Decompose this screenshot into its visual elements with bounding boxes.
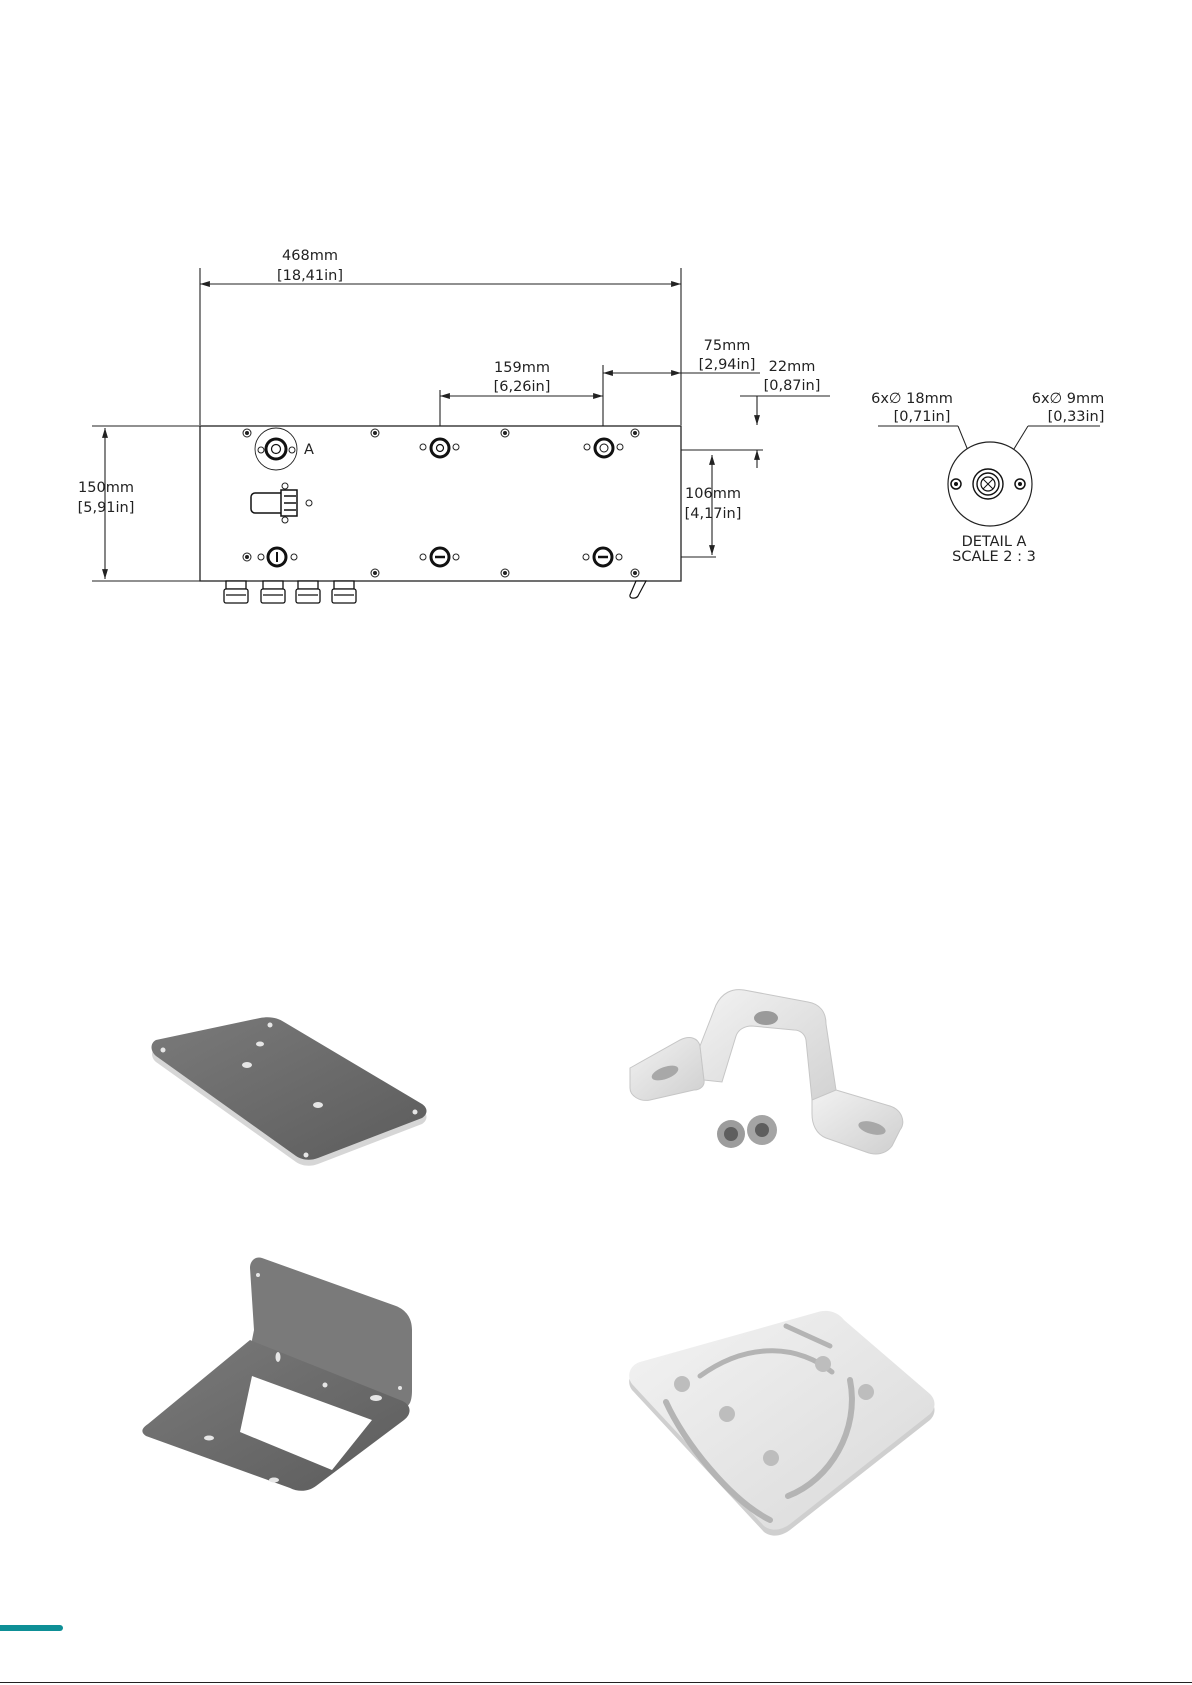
mount-hole — [371, 429, 379, 437]
dim-75-mm: 75mm — [704, 338, 751, 354]
mount-hole — [501, 429, 509, 437]
mount-hole — [631, 429, 639, 437]
connector — [431, 439, 449, 457]
detail-callout-a: A — [304, 442, 314, 458]
detail-title: DETAIL A — [962, 534, 1027, 550]
mount-hole — [631, 569, 639, 577]
detail-outer-hole-in: [0,71in] — [894, 409, 951, 425]
dim-159-mm: 159mm — [494, 360, 550, 376]
dim-22-mm: 22mm — [769, 359, 816, 375]
cable-gland — [296, 581, 320, 603]
connector — [431, 548, 449, 566]
mount-hole — [243, 553, 251, 561]
dim-75-in: [2,94in] — [699, 357, 756, 373]
device-outline: A — [200, 426, 681, 603]
cable-gland — [261, 581, 285, 603]
connector — [594, 548, 612, 566]
l-bracket-image — [142, 1257, 412, 1490]
dim-159-in: [6,26in] — [494, 379, 551, 395]
dim-106-in: [4,17in] — [685, 506, 742, 522]
adapter-plate-image — [629, 1311, 934, 1536]
dim-150-mm: 150mm — [78, 480, 134, 496]
dim-150-in: [5,91in] — [78, 500, 135, 516]
cable-gland — [224, 581, 248, 603]
dim-106-mm: 106mm — [685, 486, 741, 502]
mount-hole — [243, 429, 251, 437]
detail-inner-hole-label: 6x∅ 9mm — [1032, 391, 1105, 407]
detail-scale: SCALE 2 : 3 — [952, 549, 1036, 565]
cable-glands — [224, 581, 356, 603]
mount-hole — [501, 569, 509, 577]
bolt — [717, 1120, 745, 1148]
detail-outer-hole-label: 6x∅ 18mm — [871, 391, 953, 407]
detail-inner-hole-in: [0,33in] — [1048, 409, 1105, 425]
detail-a: 6x∅ 18mm [0,71in] 6x∅ 9mm [0,33in] DETAI… — [871, 391, 1104, 565]
dim-468-in: [18,41in] — [277, 268, 343, 284]
footer-rule — [0, 1682, 1192, 1683]
bolt — [747, 1115, 777, 1145]
mount-hole — [371, 569, 379, 577]
dim-468-mm: 468mm — [282, 248, 338, 264]
cable-gland — [332, 581, 356, 603]
accent-bar — [0, 1625, 63, 1631]
u-bracket-image — [630, 990, 903, 1154]
connector — [268, 548, 286, 566]
vent — [630, 581, 646, 598]
connector — [595, 439, 613, 457]
dim-22-in: [0,87in] — [764, 378, 821, 394]
mounting-plate-image — [152, 1017, 427, 1166]
